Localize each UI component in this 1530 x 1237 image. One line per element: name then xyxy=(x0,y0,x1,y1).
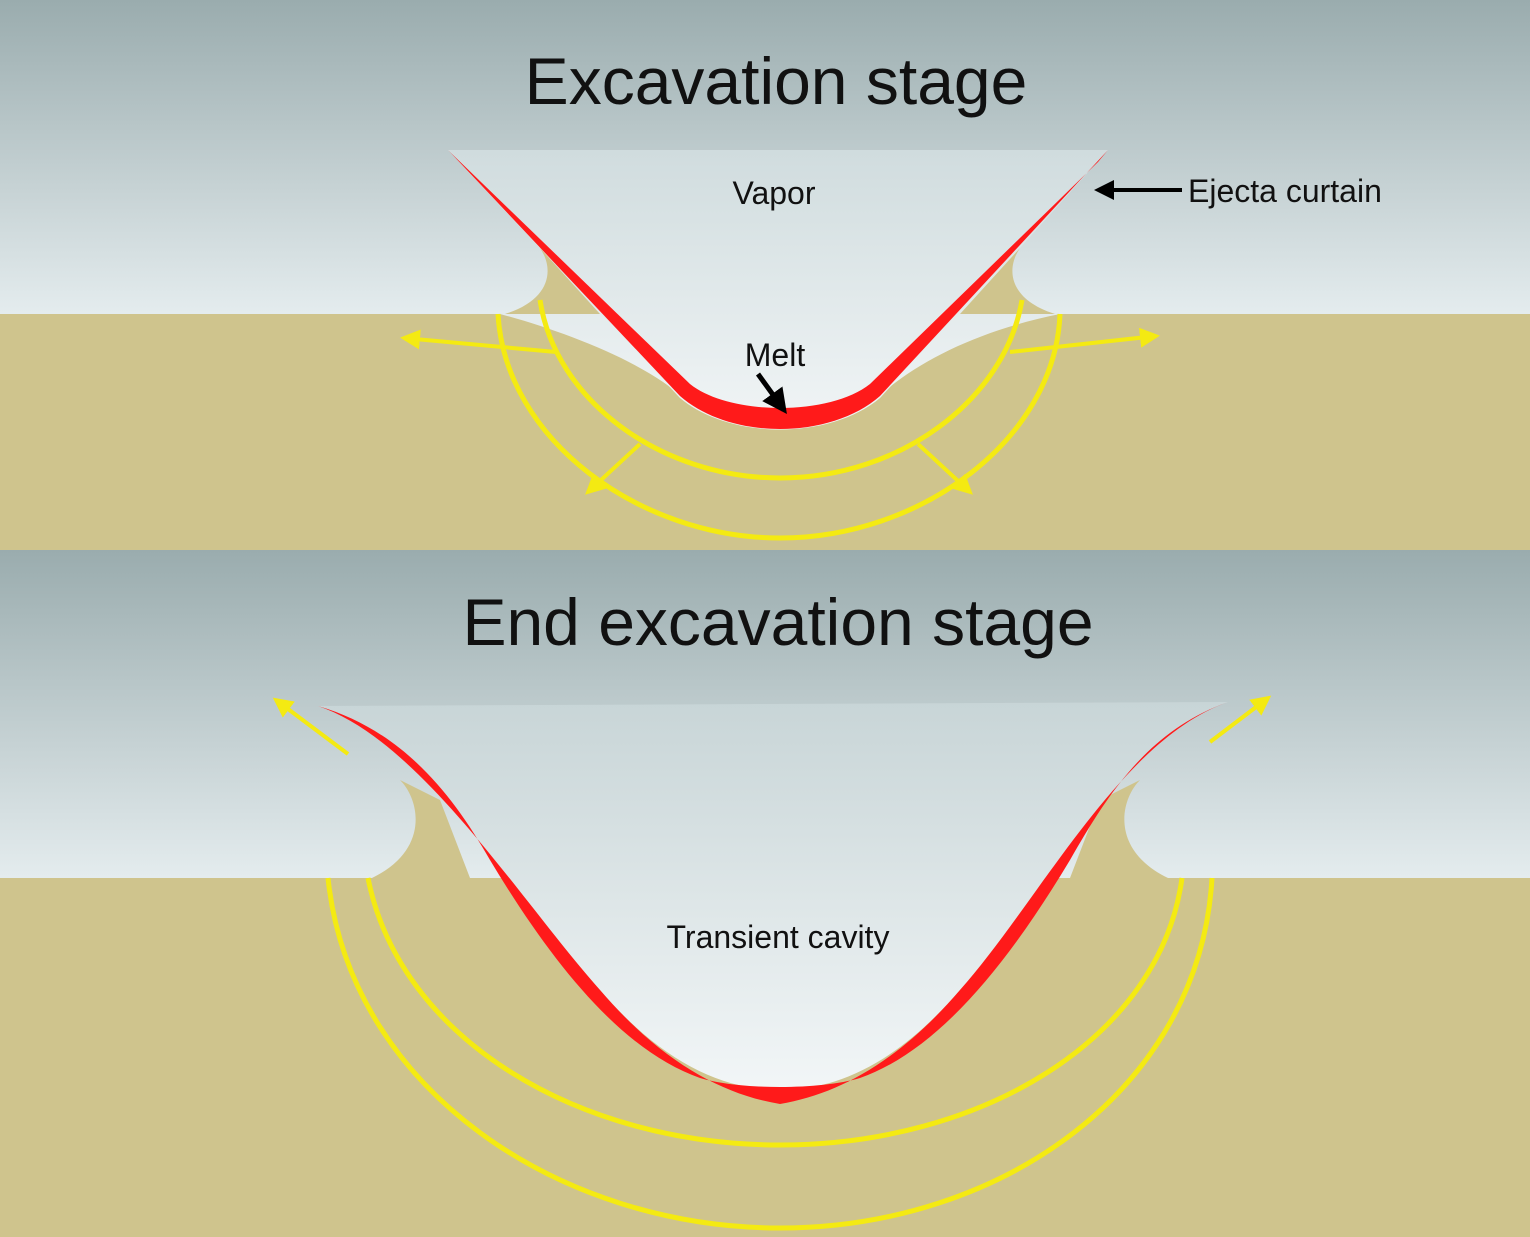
label-ejecta-curtain: Ejecta curtain xyxy=(1188,173,1382,209)
shock-front-inner xyxy=(537,299,1025,481)
label-melt: Melt xyxy=(745,337,806,373)
melt-pointer-arrow xyxy=(755,372,787,415)
ground-wedge-right xyxy=(960,248,1055,314)
title-excavation-stage: Excavation stage xyxy=(525,44,1028,118)
transient-cavity xyxy=(318,702,1228,1090)
ground-wedge-right xyxy=(1070,780,1168,878)
melt-layer xyxy=(448,150,1108,429)
flow-arrow-left xyxy=(272,697,350,756)
shock-front-inner xyxy=(365,877,1185,1148)
title-end-excavation-stage: End excavation stage xyxy=(462,585,1093,659)
flow-arrow-left xyxy=(400,329,557,354)
flow-arrow-lower-right xyxy=(916,442,973,495)
shock-front-outer xyxy=(495,313,1063,541)
label-vapor: Vapor xyxy=(732,175,815,211)
crater-cavity-interior xyxy=(448,150,1108,430)
ground-wedge-left xyxy=(372,780,470,878)
label-transient-cavity: Transient cavity xyxy=(667,919,890,955)
panel-excavation-stage: Excavation stage Vapor Ejecta curtain Me… xyxy=(0,0,1530,550)
ground-wedge-left xyxy=(505,248,600,314)
flow-arrow-lower-left xyxy=(585,442,642,495)
shock-front-outer xyxy=(325,877,1215,1231)
flow-arrow-right xyxy=(1208,695,1272,744)
flow-arrow-right xyxy=(1009,327,1160,354)
panel-end-excavation-stage: End excavation stage Transient cavity xyxy=(0,550,1530,1237)
